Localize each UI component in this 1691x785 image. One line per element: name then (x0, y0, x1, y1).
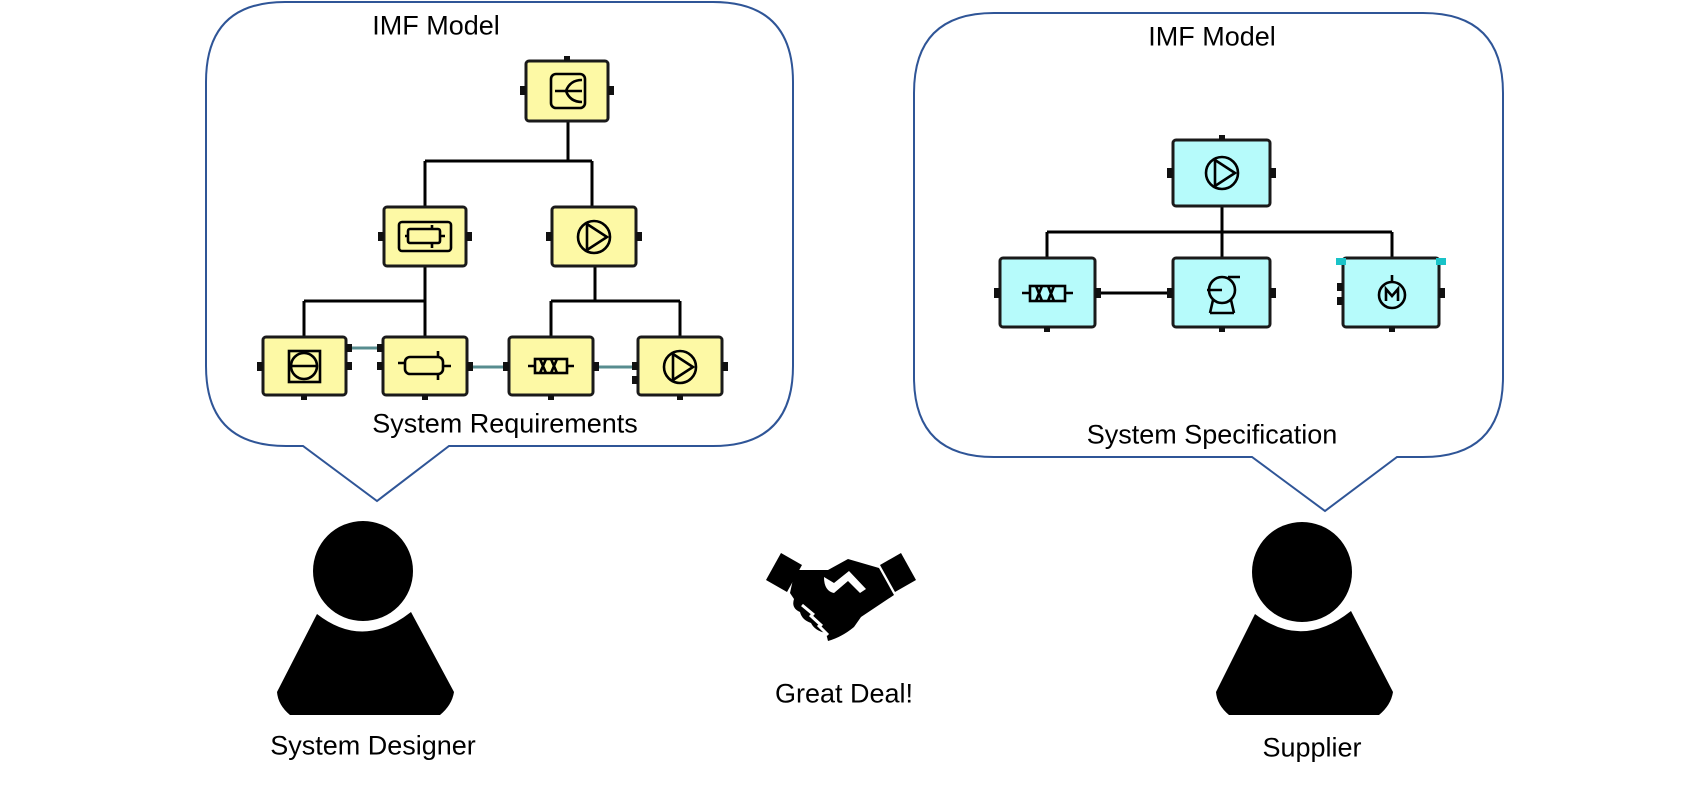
filter-icon (1022, 284, 1073, 303)
handshake-icon (766, 553, 916, 641)
instrument-icon (287, 349, 322, 384)
node-spec-compressor[interactable] (1167, 256, 1276, 332)
heater-icon (398, 351, 451, 380)
supplier-label: Supplier (1262, 732, 1362, 763)
system-designer-label: System Designer (270, 730, 476, 761)
node-pump-2[interactable] (632, 335, 728, 400)
node-heater[interactable] (377, 335, 473, 400)
left-bubble-title: IMF Model (372, 10, 500, 41)
node-heat-exchanger[interactable] (378, 205, 472, 268)
heat-exchanger-icon (397, 220, 453, 253)
requirements-tree-wires (302, 121, 682, 369)
supplier-avatar (1216, 522, 1393, 715)
splitter-icon (549, 72, 587, 110)
node-pump[interactable] (546, 205, 642, 268)
node-filter[interactable] (503, 335, 599, 400)
filter-icon (528, 357, 574, 375)
node-splitter[interactable] (520, 56, 614, 123)
left-bubble-caption: System Requirements (372, 408, 638, 439)
motor-icon (1377, 275, 1407, 310)
system-designer-avatar (277, 521, 454, 715)
specification-tree-wires (1045, 206, 1394, 295)
node-spec-pump[interactable] (1167, 135, 1276, 208)
node-spec-motor[interactable] (1336, 256, 1446, 332)
right-bubble-caption: System Specification (1086, 419, 1338, 450)
node-spec-filter[interactable] (994, 256, 1101, 332)
great-deal-label: Great Deal! (774, 678, 914, 709)
compressor-icon (1207, 275, 1240, 315)
node-instrument[interactable] (257, 335, 352, 400)
right-bubble-title: IMF Model (1148, 21, 1276, 52)
